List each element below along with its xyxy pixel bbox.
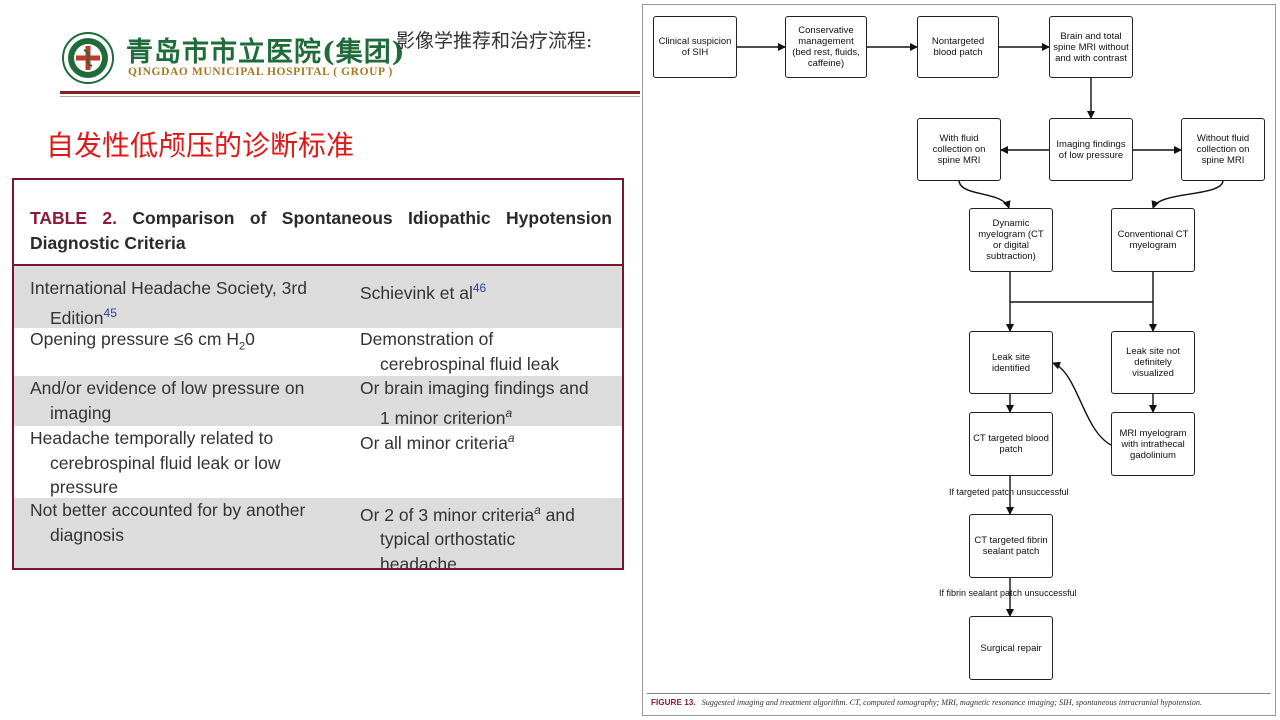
table-caption: TABLE 2. Comparison of Spontaneous Idiop… [30, 206, 612, 256]
node-nontargeted-blood-patch: Nontargeted blood patch [917, 16, 999, 78]
node-ct-fibrin-sealant-patch: CT targeted fibrin sealant patch [969, 514, 1053, 578]
diagnostic-criteria-table: TABLE 2. Comparison of Spontaneous Idiop… [12, 178, 624, 570]
table-row: Headache temporally related to cerebrosp… [14, 426, 622, 498]
figure-caption-text: Suggested imaging and treatment algorith… [701, 698, 1203, 707]
header-divider [60, 91, 640, 94]
hospital-name-cn: 青岛市市立医院(集团) [126, 37, 406, 68]
node-conventional-ct-myelogram: Conventional CT myelogram [1111, 208, 1195, 272]
label-if-fibrin-unsuccessful: If fibrin sealant patch unsuccessful [939, 588, 1077, 598]
node-brain-spine-mri: Brain and total spine MRI without and wi… [1049, 16, 1133, 78]
node-conservative-management: Conservative management (bed rest, fluid… [785, 16, 867, 78]
node-surgical-repair: Surgical repair [969, 616, 1053, 680]
node-clinical-suspicion: Clinical suspicion of SIH [653, 16, 737, 78]
node-dynamic-myelogram: Dynamic myelogram (CT or digital subtrac… [969, 208, 1053, 272]
table-row: Opening pressure ≤6 cm H20 Demonstration… [14, 328, 622, 376]
table-header-rule [14, 264, 622, 266]
flow-intro-text: 影像学推荐和治疗流程: [396, 30, 593, 52]
node-ct-targeted-blood-patch: CT targeted blood patch [969, 412, 1053, 476]
node-mri-myelogram: MRI myelogram with intrathecal gadoliniu… [1111, 412, 1195, 476]
node-imaging-findings: Imaging findings of low pressure [1049, 118, 1133, 181]
table-row: Not better accounted for by another diag… [14, 498, 622, 570]
flowchart-connectors [737, 43, 1224, 617]
table-cell: International Headache Society, 3rd Edit… [30, 278, 307, 328]
treatment-algorithm-figure: Clinical suspicion of SIH Conservative m… [642, 4, 1276, 716]
figure-caption: FIGURE 13. Suggested imaging and treatmen… [651, 698, 1271, 707]
table-cell: Demonstration of cerebrospinal fluid lea… [360, 329, 559, 374]
node-without-fluid-collection: Without fluid collection on spine MRI [1181, 118, 1265, 181]
table-cell: Not better accounted for by another diag… [30, 500, 306, 545]
table-cell: Or brain imaging findings and 1 minor cr… [360, 378, 589, 428]
table-number: TABLE 2. [30, 208, 118, 228]
header-divider-thin [60, 96, 640, 97]
label-if-patch-unsuccessful: If targeted patch unsuccessful [949, 487, 1069, 497]
table-cell: Or 2 of 3 minor criteriaa and typical or… [360, 503, 575, 570]
table-cell: Headache temporally related to cerebrosp… [30, 428, 281, 497]
table-cell: Opening pressure ≤6 cm H20 [30, 329, 255, 353]
table-cell: Schievink et al46 [360, 281, 487, 303]
table-cell: And/or evidence of low pressure on imagi… [30, 378, 305, 423]
hospital-logo-emblem [62, 32, 114, 84]
hospital-name-en: QINGDAO MUNICIPAL HOSPITAL ( GROUP ) [128, 66, 393, 78]
table-cell: Or all minor criteriaa [360, 431, 515, 453]
node-leak-site-identified: Leak site identified [969, 331, 1053, 394]
node-leak-not-visualized: Leak site not definitely visualized [1111, 331, 1195, 394]
table-row: International Headache Society, 3rd Edit… [14, 266, 622, 328]
figure-caption-rule [647, 693, 1271, 694]
section-title: 自发性低颅压的诊断标准 [46, 129, 355, 162]
node-with-fluid-collection: With fluid collection on spine MRI [917, 118, 1001, 181]
table-title: Comparison of Spontaneous Idiopathic Hyp… [30, 208, 612, 253]
figure-number: FIGURE 13. [651, 698, 696, 707]
table-row: And/or evidence of low pressure on imagi… [14, 376, 622, 427]
